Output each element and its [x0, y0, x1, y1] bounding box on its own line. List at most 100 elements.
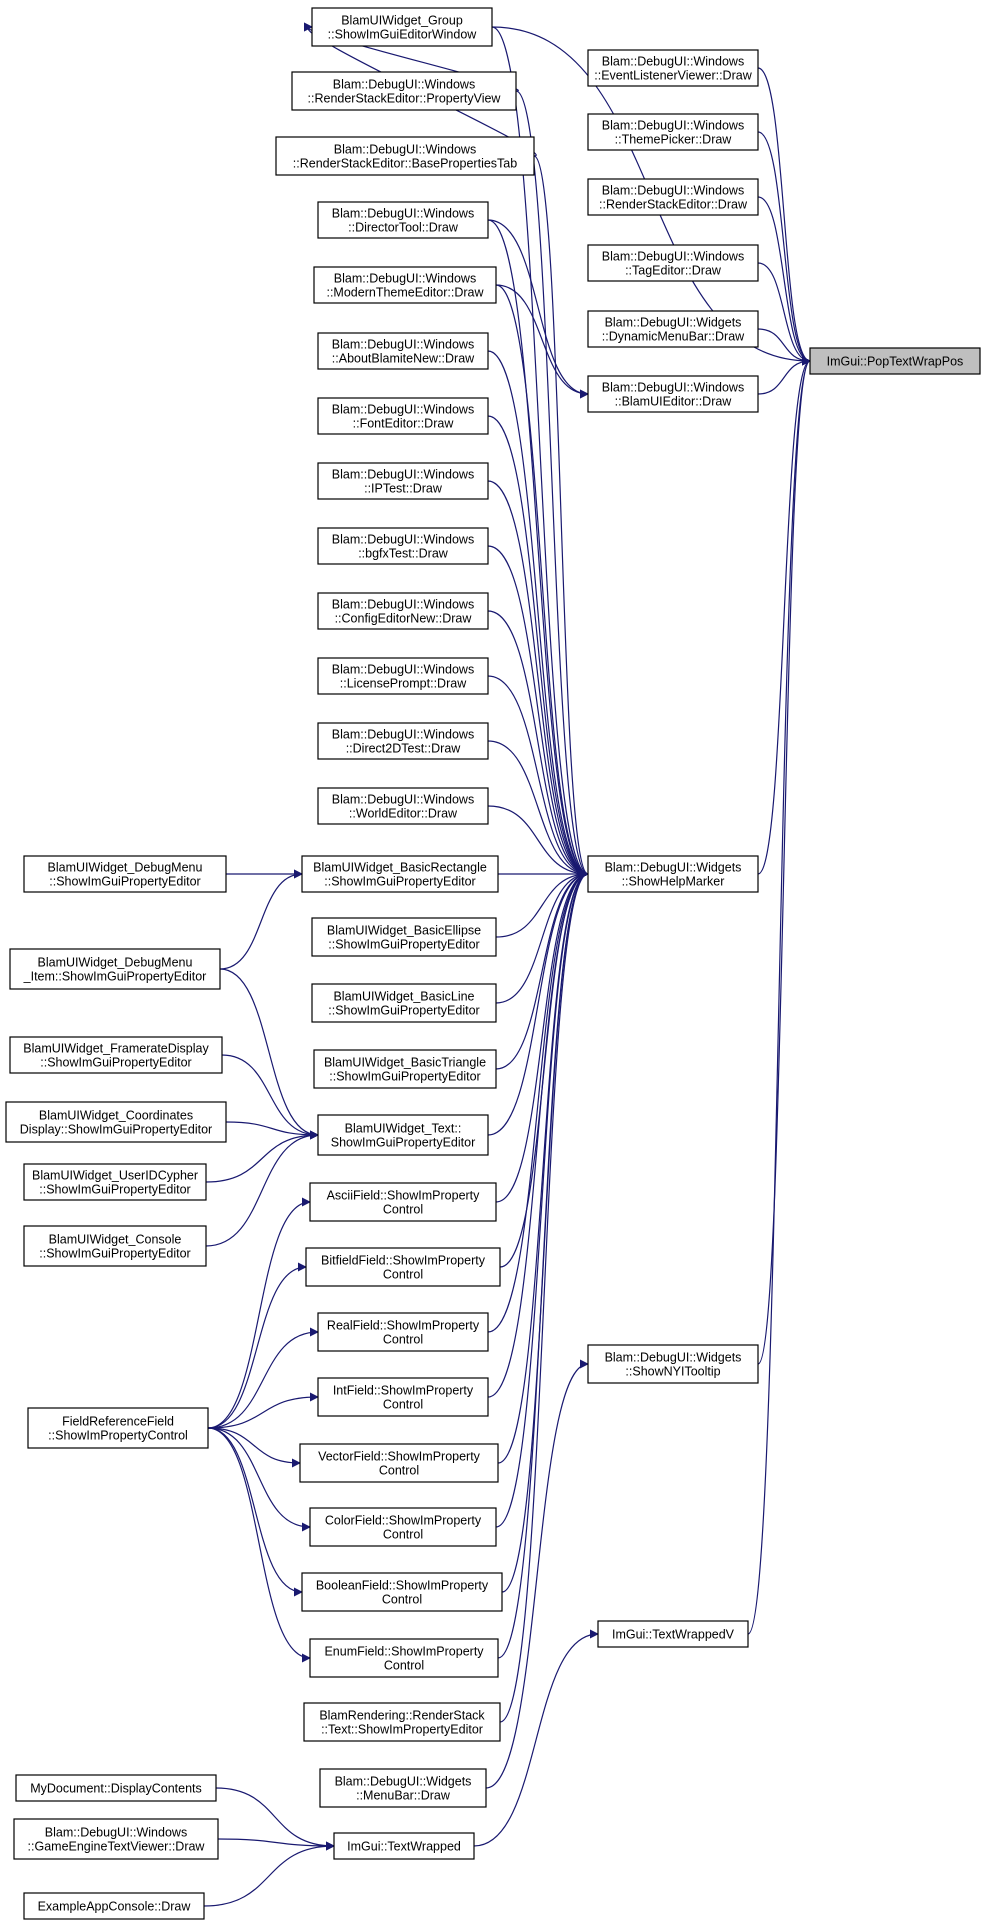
node-box[interactable]: [587, 1344, 759, 1384]
node-box[interactable]: [5, 1101, 227, 1143]
node-box[interactable]: [23, 855, 227, 893]
function-node[interactable]: Blam::DebugUI::Widgets::ShowNYITooltip: [587, 1344, 759, 1384]
node-box[interactable]: [301, 1572, 503, 1612]
node-box[interactable]: [291, 71, 517, 111]
function-node[interactable]: Blam::DebugUI::Windows::FontEditor::Draw: [317, 397, 489, 435]
node-box[interactable]: [9, 1036, 223, 1074]
function-node[interactable]: BlamUIWidget_BasicRectangle::ShowImGuiPr…: [301, 855, 499, 893]
node-box[interactable]: [317, 657, 489, 695]
function-node[interactable]: Blam::DebugUI::Windows::WorldEditor::Dra…: [317, 787, 489, 825]
node-box[interactable]: [587, 49, 759, 87]
node-box[interactable]: [27, 1407, 209, 1449]
function-node[interactable]: Blam::DebugUI::Widgets::MenuBar::Draw: [319, 1768, 487, 1808]
node-box[interactable]: [309, 1507, 497, 1547]
node-box[interactable]: [317, 787, 489, 825]
function-node[interactable]: ImGui::TextWrapped: [333, 1832, 475, 1860]
function-node[interactable]: BlamUIWidget_BasicEllipse::ShowImGuiProp…: [311, 917, 497, 957]
node-box[interactable]: [303, 1702, 501, 1742]
node-box[interactable]: [299, 1443, 499, 1483]
function-node[interactable]: Blam::DebugUI::Windows::Direct2DTest::Dr…: [317, 722, 489, 760]
function-node[interactable]: ExampleAppConsole::Draw: [23, 1892, 205, 1920]
node-box[interactable]: [15, 1774, 217, 1802]
node-box[interactable]: [301, 855, 499, 893]
function-node[interactable]: BlamUIWidget_UserIDCypher::ShowImGuiProp…: [23, 1163, 207, 1201]
function-node[interactable]: BlamRendering::RenderStack::Text::ShowIm…: [303, 1702, 501, 1742]
function-node[interactable]: FieldReferenceField::ShowImPropertyContr…: [27, 1407, 209, 1449]
node-box[interactable]: [311, 917, 497, 957]
node-box[interactable]: [587, 855, 759, 893]
function-node[interactable]: Blam::DebugUI::Windows::BlamUIEditor::Dr…: [587, 375, 759, 413]
function-node[interactable]: ColorField::ShowImPropertyControl: [309, 1507, 497, 1547]
function-node[interactable]: Blam::DebugUI::Windows::ThemePicker::Dra…: [587, 113, 759, 151]
node-box[interactable]: [13, 1818, 219, 1860]
function-node[interactable]: Blam::DebugUI::Windows::LicensePrompt::D…: [317, 657, 489, 695]
node-box[interactable]: [587, 113, 759, 151]
node-box[interactable]: [23, 1892, 205, 1920]
function-node[interactable]: Blam::DebugUI::Windows::TagEditor::Draw: [587, 244, 759, 282]
root-function-node[interactable]: ImGui::PopTextWrapPos: [809, 347, 981, 375]
node-box[interactable]: [275, 136, 535, 176]
node-box[interactable]: [23, 1163, 207, 1201]
node-box[interactable]: [587, 178, 759, 216]
function-node[interactable]: BlamUIWidget_FramerateDisplay::ShowImGui…: [9, 1036, 223, 1074]
function-node[interactable]: Blam::DebugUI::Windows::EventListenerVie…: [587, 49, 759, 87]
node-box[interactable]: [317, 527, 489, 565]
node-box[interactable]: [317, 201, 489, 239]
node-box[interactable]: [317, 332, 489, 370]
node-box[interactable]: [313, 1049, 497, 1089]
node-box[interactable]: [23, 1225, 207, 1267]
function-node[interactable]: IntField::ShowImPropertyControl: [317, 1377, 489, 1417]
node-box[interactable]: [317, 1114, 489, 1156]
node-box[interactable]: [587, 244, 759, 282]
node-box[interactable]: [587, 375, 759, 413]
function-node[interactable]: BlamUIWidget_Text::ShowImGuiPropertyEdit…: [317, 1114, 489, 1156]
root-node-box[interactable]: [809, 347, 981, 375]
function-node[interactable]: RealField::ShowImPropertyControl: [317, 1312, 489, 1352]
function-node[interactable]: MyDocument::DisplayContents: [15, 1774, 217, 1802]
function-node[interactable]: AsciiField::ShowImPropertyControl: [309, 1182, 497, 1222]
function-node[interactable]: Blam::DebugUI::Windows::ModernThemeEdito…: [313, 266, 497, 304]
node-box[interactable]: [9, 948, 221, 990]
function-node[interactable]: BitfieldField::ShowImPropertyControl: [305, 1247, 501, 1287]
node-box[interactable]: [317, 462, 489, 500]
node-box[interactable]: [317, 1377, 489, 1417]
function-node[interactable]: Blam::DebugUI::Windows::DirectorTool::Dr…: [317, 201, 489, 239]
function-node[interactable]: BlamUIWidget_Console::ShowImGuiPropertyE…: [23, 1225, 207, 1267]
node-box[interactable]: [311, 983, 497, 1023]
function-node[interactable]: Blam::DebugUI::Windows::RenderStackEdito…: [587, 178, 759, 216]
function-node[interactable]: BlamUIWidget_BasicLine::ShowImGuiPropert…: [311, 983, 497, 1023]
function-node[interactable]: EnumField::ShowImPropertyControl: [309, 1638, 499, 1678]
node-box[interactable]: [313, 266, 497, 304]
node-box[interactable]: [317, 1312, 489, 1352]
node-box[interactable]: [587, 310, 759, 348]
function-node[interactable]: Blam::DebugUI::Windows::bgfxTest::Draw: [317, 527, 489, 565]
node-box[interactable]: [317, 592, 489, 630]
function-node[interactable]: VectorField::ShowImPropertyControl: [299, 1443, 499, 1483]
function-node[interactable]: BooleanField::ShowImPropertyControl: [301, 1572, 503, 1612]
function-node[interactable]: BlamUIWidget_DebugMenu::ShowImGuiPropert…: [23, 855, 227, 893]
function-node[interactable]: BlamUIWidget_DebugMenu_Item::ShowImGuiPr…: [9, 948, 221, 990]
node-box[interactable]: [311, 7, 493, 47]
function-node[interactable]: Blam::DebugUI::Widgets::DynamicMenuBar::…: [587, 310, 759, 348]
function-node[interactable]: BlamUIWidget_Group::ShowImGuiEditorWindo…: [311, 7, 493, 47]
function-node[interactable]: BlamUIWidget_BasicTriangle::ShowImGuiPro…: [313, 1049, 497, 1089]
function-node[interactable]: Blam::DebugUI::Windows::RenderStackEdito…: [275, 136, 535, 176]
node-box[interactable]: [597, 1620, 749, 1648]
function-node[interactable]: Blam::DebugUI::Windows::RenderStackEdito…: [291, 71, 517, 111]
node-box[interactable]: [317, 722, 489, 760]
function-node[interactable]: Blam::DebugUI::Windows::GameEngineTextVi…: [13, 1818, 219, 1860]
node-box[interactable]: [317, 397, 489, 435]
node-box[interactable]: [333, 1832, 475, 1860]
node-label-line: Control: [379, 1464, 419, 1478]
node-box[interactable]: [309, 1638, 499, 1678]
function-node[interactable]: Blam::DebugUI::Windows::IPTest::Draw: [317, 462, 489, 500]
function-node[interactable]: Blam::DebugUI::Windows::ConfigEditorNew:…: [317, 592, 489, 630]
function-node[interactable]: ImGui::TextWrappedV: [597, 1620, 749, 1648]
node-box[interactable]: [319, 1768, 487, 1808]
function-node[interactable]: Blam::DebugUI::Widgets::ShowHelpMarker: [587, 855, 759, 893]
node-box[interactable]: [305, 1247, 501, 1287]
function-node[interactable]: Blam::DebugUI::Windows::AboutBlamiteNew:…: [317, 332, 489, 370]
function-node[interactable]: BlamUIWidget_CoordinatesDisplay::ShowImG…: [5, 1101, 227, 1143]
node-box[interactable]: [309, 1182, 497, 1222]
nodes-layer: ImGui::PopTextWrapPosBlam::DebugUI::Wind…: [5, 7, 981, 1920]
